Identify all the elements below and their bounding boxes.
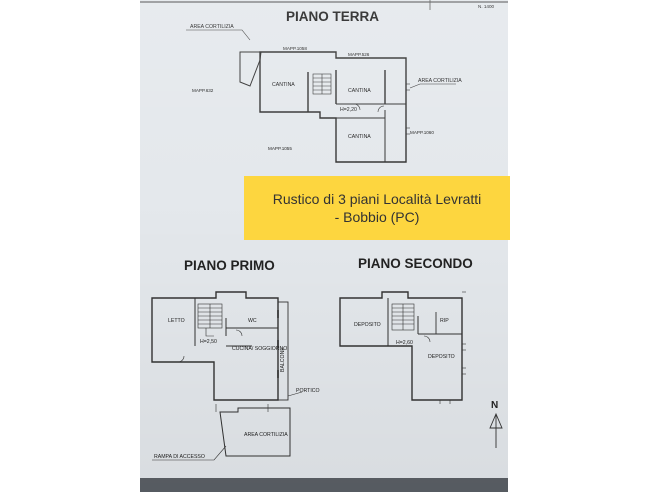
corner-text: N. 1400 xyxy=(478,4,495,9)
ground-room-cantina-3: CANTINA xyxy=(348,134,371,140)
ground-courtyard-label-2: AREA CORTILIZIA xyxy=(418,78,462,84)
parcel-label-526: MAPP.526 xyxy=(348,52,370,57)
second-height-note: H=2,60 xyxy=(396,340,413,346)
first-height-note: H=2,50 xyxy=(200,339,217,345)
second-floor-plan xyxy=(339,291,466,404)
north-label: N xyxy=(491,400,498,411)
first-balcony-label: BALCONE xyxy=(280,347,286,372)
ground-room-cantina-1: CANTINA xyxy=(272,82,295,88)
second-room-rip: RIP xyxy=(440,318,449,324)
first-porch-label: PORTICO xyxy=(296,388,320,394)
floor-plan-drawing: N. 1400 PIANO TERRA xyxy=(140,0,508,492)
first-floor-title: PIANO PRIMO xyxy=(184,258,275,273)
caption-line-2: - Bobbio (PC) xyxy=(334,209,420,225)
parcel-label-632: MAPP.632 xyxy=(192,88,214,93)
first-floor-plan xyxy=(151,291,303,461)
floor-plan-sheet: N. 1400 PIANO TERRA xyxy=(140,0,508,492)
first-room-wc: WC xyxy=(248,318,257,324)
ground-courtyard-label-1: AREA CORTILIZIA xyxy=(190,24,234,30)
second-room-deposito-2: DEPOSITO xyxy=(428,354,455,360)
ground-room-cantina-2: CANTINA xyxy=(348,88,371,94)
ground-floor-plan xyxy=(186,29,456,163)
first-courtyard-label: AREA CORTILIZIA xyxy=(244,432,288,438)
north-arrow-icon xyxy=(489,412,503,448)
parcel-label-1058: MAPP.1058 xyxy=(283,46,307,51)
caption-box: Rustico di 3 piani Località Levratti - B… xyxy=(244,176,510,240)
ground-height-note: H=2,20 xyxy=(340,107,357,113)
first-room-letto: LETTO xyxy=(168,318,185,324)
parcel-label-1060: MAPP.1060 xyxy=(410,130,434,135)
ground-floor-title: PIANO TERRA xyxy=(286,9,379,24)
parcel-label-1055: MAPP.1055 xyxy=(268,146,292,151)
second-floor-title: PIANO SECONDO xyxy=(358,256,473,271)
first-room-kitchen: CUCINA/ SOGGIORNO xyxy=(232,346,287,352)
caption-line-1: Rustico di 3 piani Località Levratti xyxy=(272,191,482,207)
second-room-deposito-1: DEPOSITO xyxy=(354,322,381,328)
first-access-ramp-label: RAMPA DI ACCESSO xyxy=(154,454,205,460)
